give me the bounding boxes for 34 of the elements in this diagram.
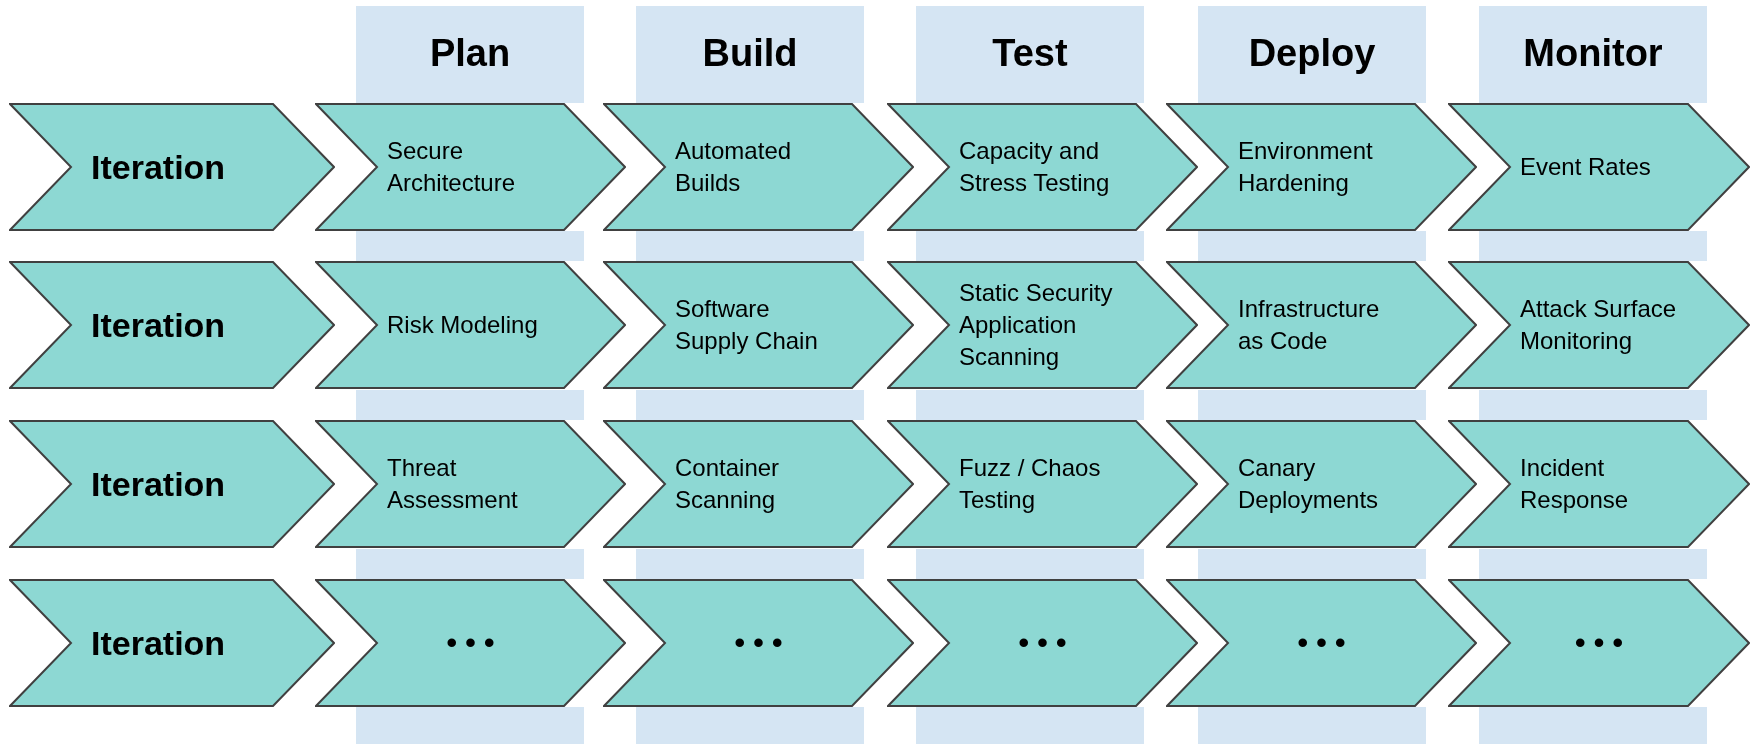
chevron-step: Static Security Application Scanning — [887, 261, 1198, 389]
column-heading: Build — [701, 32, 799, 75]
chevron-step: Event Rates — [1448, 103, 1750, 231]
chevron-step: • • • — [887, 579, 1198, 707]
chevron-step: Iteration — [9, 103, 335, 231]
chevron-step: Fuzz / Chaos Testing — [887, 420, 1198, 548]
chevron-step: Software Supply Chain — [603, 261, 914, 389]
chevron-step: Secure Architecture — [315, 103, 626, 231]
column-band — [1479, 6, 1707, 103]
chevron-step: Attack Surface Monitoring — [1448, 261, 1750, 389]
column-heading: Plan — [428, 32, 512, 75]
column-band — [636, 6, 864, 103]
chevron-step: Risk Modeling — [315, 261, 626, 389]
chevron-step: Iteration — [9, 579, 335, 707]
chevron-step: • • • — [603, 579, 914, 707]
column-band — [1198, 6, 1426, 103]
chevron-step: • • • — [1448, 579, 1750, 707]
chevron-step: Canary Deployments — [1166, 420, 1477, 548]
column-heading: Monitor — [1522, 32, 1664, 75]
column-heading: Deploy — [1247, 32, 1377, 75]
column-band — [356, 6, 584, 103]
chevron-step: Capacity and Stress Testing — [887, 103, 1198, 231]
chevron-step: Infrastructure as Code — [1166, 261, 1477, 389]
chevron-step: Automated Builds — [603, 103, 914, 231]
chevron-step: Container Scanning — [603, 420, 914, 548]
chevron-step: Threat Assessment — [315, 420, 626, 548]
chevron-step: • • • — [315, 579, 626, 707]
chevron-step: Iteration — [9, 261, 335, 389]
chevron-step: Environment Hardening — [1166, 103, 1477, 231]
chevron-step: Iteration — [9, 420, 335, 548]
chevron-step: Incident Response — [1448, 420, 1750, 548]
chevron-step: • • • — [1166, 579, 1477, 707]
column-heading: Test — [991, 32, 1069, 75]
column-band — [916, 6, 1144, 103]
